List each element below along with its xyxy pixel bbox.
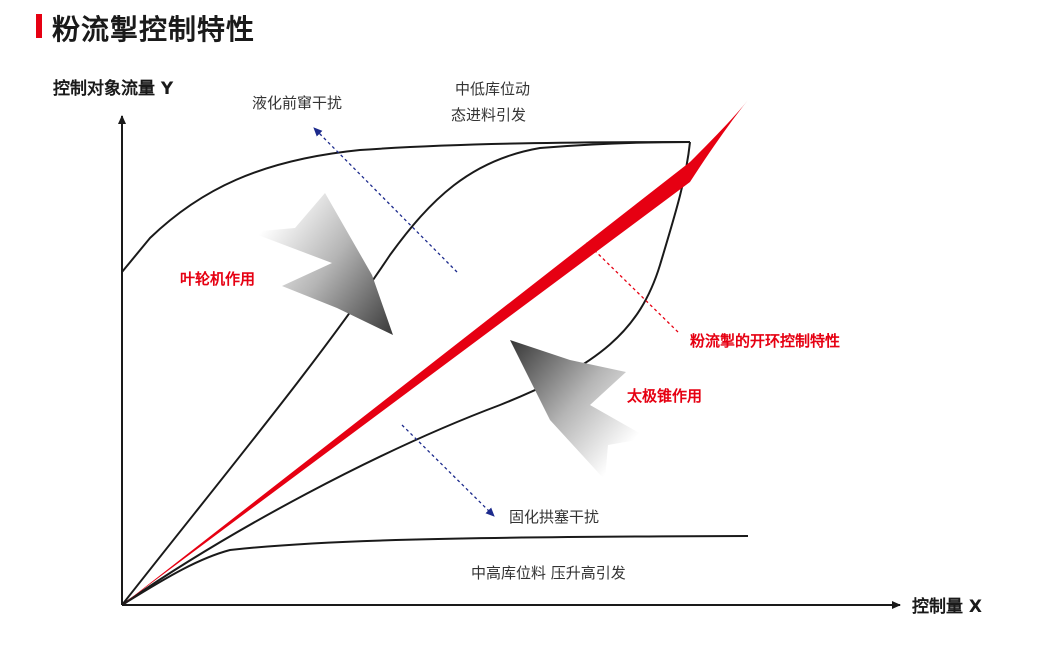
curve-bottom xyxy=(121,535,749,606)
liquefy-arrow xyxy=(313,127,458,273)
curve-upper-mid xyxy=(121,141,691,606)
title-accent-bar xyxy=(36,14,42,38)
label-taiji-cone: 太极锥作用 xyxy=(627,387,702,405)
impeller-arrow xyxy=(250,193,393,335)
open-loop-wedge xyxy=(122,100,748,605)
curve-top xyxy=(121,141,691,273)
label-mid-low-line2: 态进料引发 xyxy=(451,106,526,124)
page-title: 粉流掣控制特性 xyxy=(52,13,256,46)
solidify-arrow xyxy=(401,424,495,517)
label-liquefy-interference: 液化前窜干扰 xyxy=(252,94,342,112)
label-mid-high: 中高库位料 压升高引发 xyxy=(471,564,626,582)
x-axis-label: 控制量 X xyxy=(912,596,982,617)
label-impeller: 叶轮机作用 xyxy=(180,270,255,288)
taiji-cone-arrow xyxy=(510,340,648,480)
y-axis-label: 控制对象流量 Y xyxy=(53,78,174,99)
label-open-loop: 粉流掣的开环控制特性 xyxy=(690,332,840,350)
label-solidify-interference: 固化拱塞干扰 xyxy=(509,508,599,526)
label-mid-low-line1: 中低库位动 xyxy=(455,80,530,98)
